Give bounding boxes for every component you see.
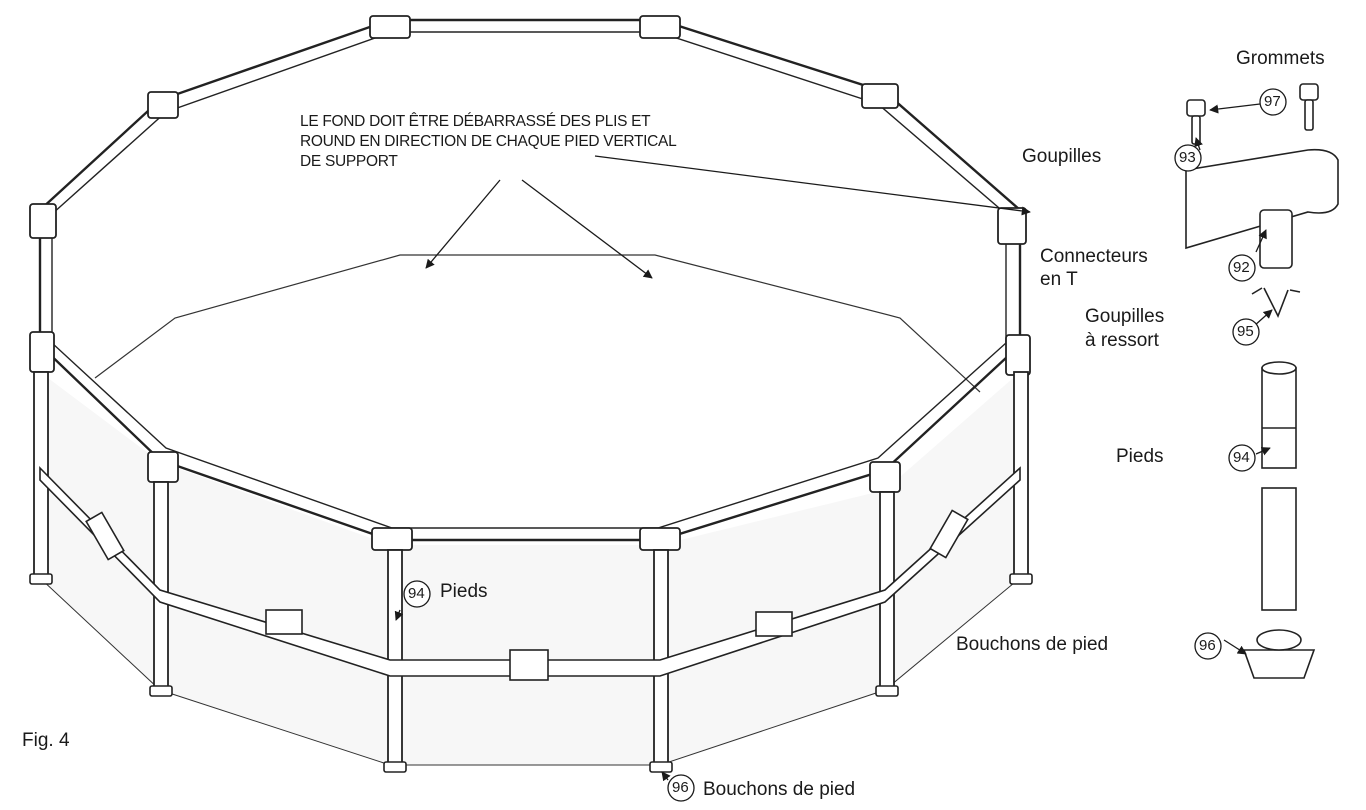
figure-label: Fig. 4 (22, 730, 70, 751)
pool-wall (39, 372, 1021, 766)
foot-caps (29, 573, 1033, 773)
number-94-pool: 94 (408, 585, 425, 602)
goupilles-ressort-label: Goupilles (1085, 306, 1165, 327)
note-line-3: DE SUPPORT (300, 153, 398, 170)
number-93: 93 (1179, 149, 1196, 166)
callout-arrows (394, 103, 1273, 782)
number-95: 95 (1237, 323, 1254, 340)
note-line-2: ROUND EN DIRECTION DE CHAQUE PIED VERTIC… (300, 133, 677, 150)
pieds-label-pool: Pieds (440, 581, 488, 602)
goupilles-ressort-label-line2: à ressort (1085, 330, 1159, 351)
number-92: 92 (1233, 259, 1250, 276)
number-94: 94 (1233, 449, 1250, 466)
exploded-parts (1185, 83, 1339, 679)
note-line-1: LE FOND DOIT ÊTRE DÉBARRASSÉ DES PLIS ET (300, 113, 651, 130)
callout-number-circles (403, 88, 1287, 802)
bouchons-label-right: Bouchons de pied (956, 634, 1109, 655)
pool-floor-outline (94, 254, 981, 393)
connecteurs-label-line2: en T (1040, 269, 1078, 290)
note-arrows (425, 155, 1031, 279)
support-strap (39, 466, 1021, 681)
number-96-pool: 96 (672, 779, 689, 796)
grommets-label: Grommets (1236, 48, 1325, 69)
number-97: 97 (1264, 93, 1281, 110)
goupilles-label: Goupilles (1022, 146, 1102, 167)
number-96: 96 (1199, 637, 1216, 654)
connecteurs-label: Connecteurs (1040, 246, 1148, 267)
bouchons-label-pool: Bouchons de pied (703, 779, 856, 800)
pieds-label-right: Pieds (1116, 446, 1164, 467)
